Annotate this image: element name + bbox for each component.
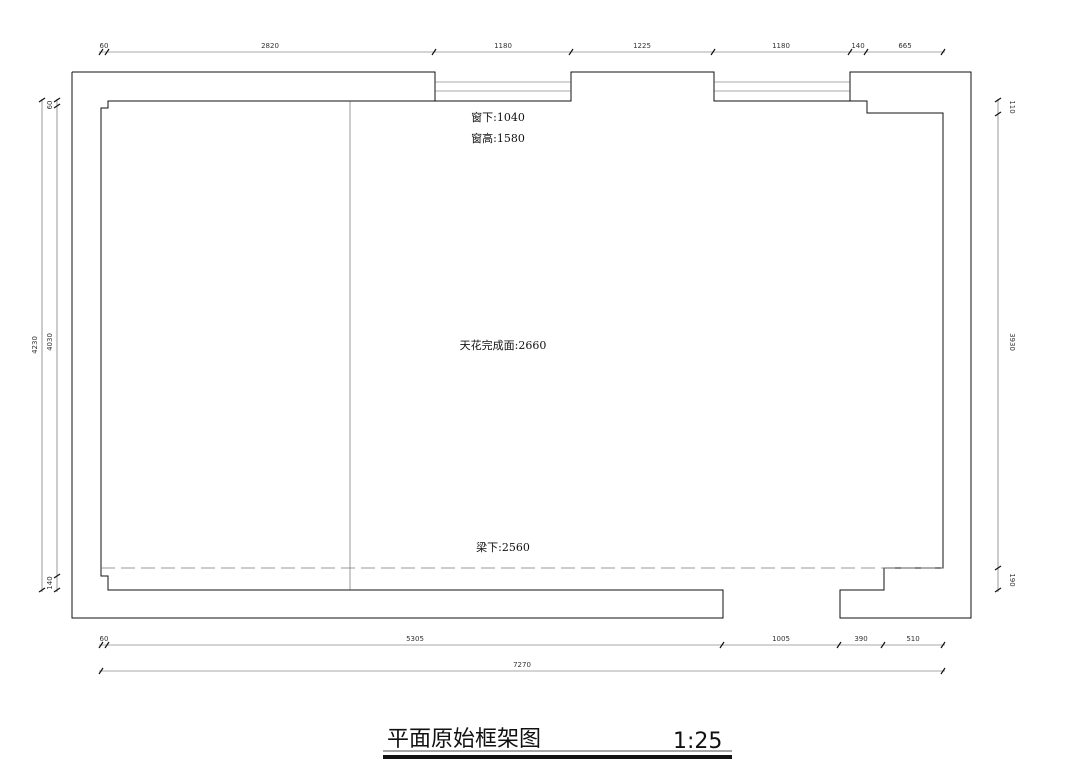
- bottom-dimension-line: 60 5305 1005 390 510: [98, 635, 946, 649]
- drawing-scale: 1:25: [673, 729, 722, 754]
- bottom-total-dimension: 7270: [98, 661, 946, 675]
- dim-left-outer: 4230: [31, 336, 39, 354]
- outer-wall: [71, 71, 972, 619]
- dim-right-2: 3930: [1008, 333, 1016, 351]
- note-window-height: 窗高:1580: [471, 131, 525, 145]
- dim-bottom-1: 60: [100, 635, 109, 643]
- note-beam-bottom: 梁下:2560: [476, 540, 530, 554]
- dim-top-4: 1225: [633, 42, 651, 50]
- dim-top-6: 140: [851, 42, 864, 50]
- dim-right-1: 110: [1008, 100, 1016, 113]
- dim-bottom-2: 5305: [406, 635, 424, 643]
- dim-bottom-5: 510: [906, 635, 919, 643]
- right-dimension-line: 110 3930 190: [994, 97, 1016, 593]
- dim-bottom-total: 7270: [513, 661, 531, 669]
- dim-top-5: 1180: [772, 42, 790, 50]
- dim-top-7: 665: [898, 42, 911, 50]
- drawing-title: 平面原始框架图: [387, 727, 541, 752]
- window-right: [714, 81, 850, 92]
- dim-left-inner-3: 140: [46, 576, 54, 589]
- dim-top-3: 1180: [494, 42, 512, 50]
- top-dimension-line: 60 2820 1180 1225 1180 140 665: [98, 42, 946, 56]
- window-left: [435, 81, 571, 92]
- note-ceiling-finish: 天花完成面:2660: [460, 338, 547, 352]
- note-window-sill: 窗下:1040: [471, 110, 525, 124]
- dim-left-inner-2: 4030: [46, 333, 54, 351]
- dim-top-2: 2820: [261, 42, 279, 50]
- dim-top-1: 60: [100, 42, 109, 50]
- dim-bottom-3: 1005: [772, 635, 790, 643]
- dim-left-inner-1: 60: [46, 101, 54, 110]
- dim-bottom-4: 390: [854, 635, 867, 643]
- left-dimension-lines: 4230 60 4030 140: [31, 97, 61, 593]
- dim-right-3: 190: [1008, 573, 1016, 586]
